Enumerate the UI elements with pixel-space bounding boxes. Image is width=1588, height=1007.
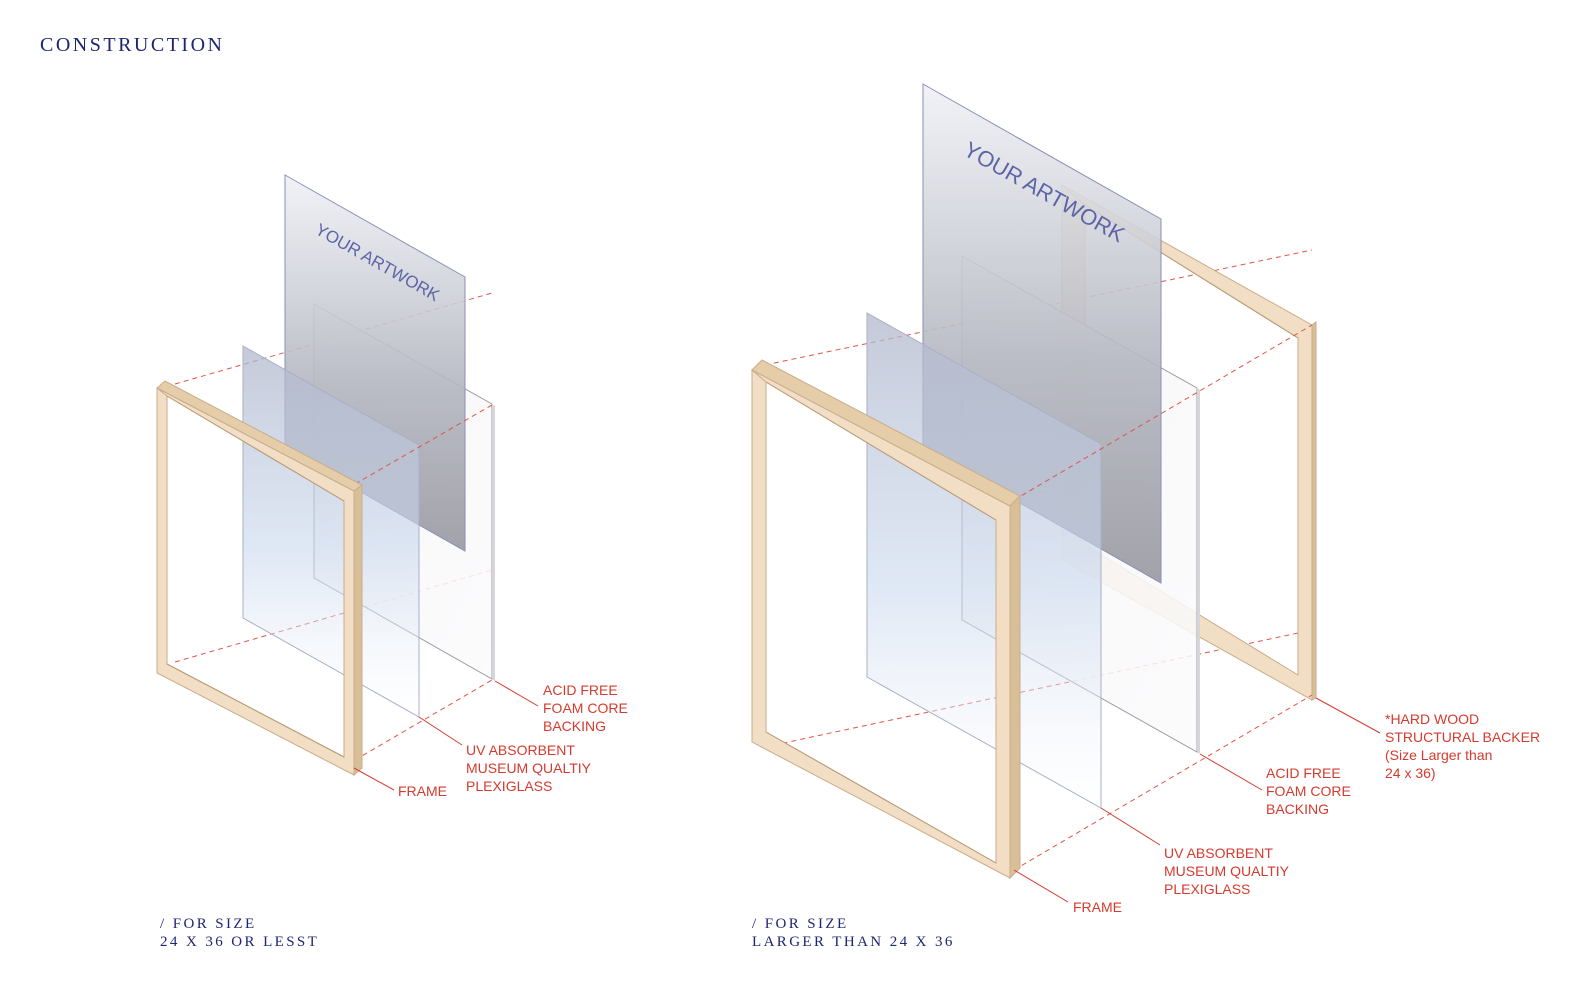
label-plexiglass: UV ABSORBENT MUSEUM QUALTIY PLEXIGLASS (466, 742, 595, 794)
label-plexiglass: UV ABSORBENT MUSEUM QUALTIY PLEXIGLASS (1164, 845, 1293, 897)
label-foam-core: ACID FREE FOAM CORE BACKING (1266, 765, 1355, 817)
foam-core-edge (1197, 388, 1200, 754)
label-frame: FRAME (1073, 899, 1122, 915)
frame (751, 359, 1021, 880)
label-frame: FRAME (398, 783, 447, 799)
frame (156, 380, 363, 777)
diagram-small: YOUR ARTWORK ACID FREE FOAM CORE BACKING (156, 174, 632, 799)
caption-line: LARGER THAN 24 X 36 (752, 934, 955, 950)
leader-lines (353, 680, 539, 791)
leader-lines (1013, 697, 1381, 903)
page-title: CONSTRUCTION (40, 34, 225, 56)
caption-small-size: / FOR SIZE 24 X 36 OR LESST (160, 915, 319, 951)
guide-lines-front (1013, 324, 1313, 871)
caption-large-size: / FOR SIZE LARGER THAN 24 X 36 (752, 915, 955, 951)
diagram-large: YOUR ARTWORK *HARD WOOD STRUCTURAL BACKE… (751, 83, 1544, 915)
label-foam-core: ACID FREE FOAM CORE BACKING (543, 682, 632, 734)
foam-core-edge (492, 404, 495, 681)
caption-line: / FOR SIZE (160, 916, 257, 932)
caption-line: / FOR SIZE (752, 916, 849, 932)
label-hardwood-backer: *HARD WOOD STRUCTURAL BACKER (Size Large… (1385, 711, 1544, 781)
caption-line: 24 X 36 OR LESST (160, 934, 320, 950)
